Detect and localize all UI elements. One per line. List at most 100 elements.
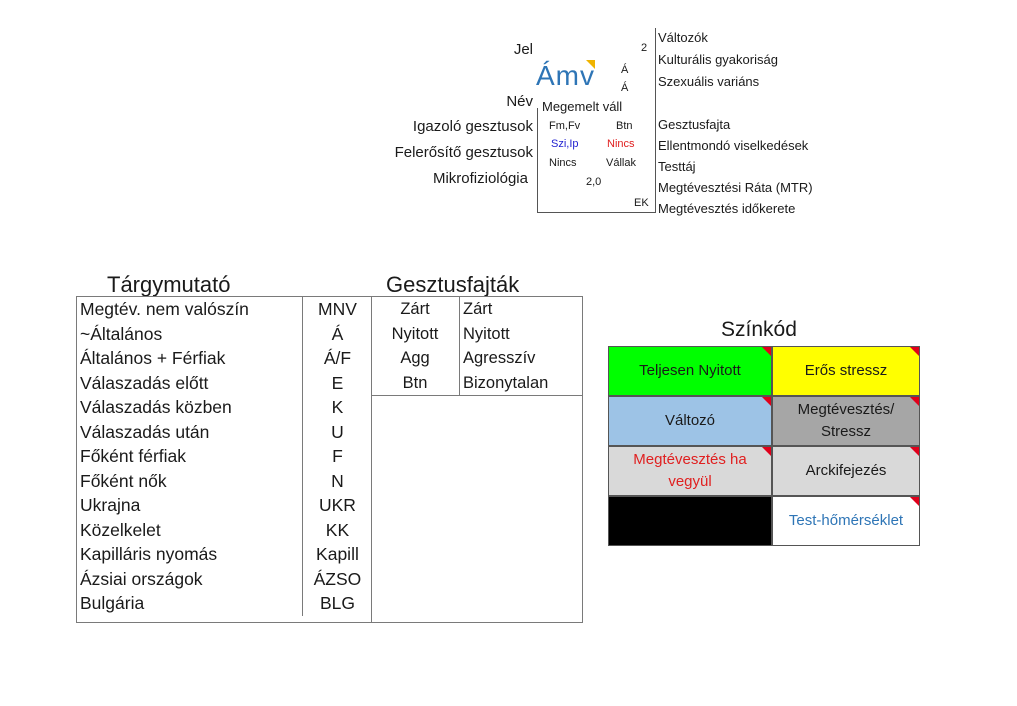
table-row: Főként férfiak F — [77, 444, 372, 469]
confirming-value: Fm,Fv — [549, 120, 581, 132]
table-row: Főként nők N — [77, 468, 372, 493]
index-abbrev: UKR — [318, 495, 356, 516]
gesture-abbrev: Agg — [371, 346, 460, 371]
index-abbrev: KK — [325, 519, 350, 540]
cultural-freq: Á — [621, 64, 629, 76]
corner-marker — [910, 347, 919, 356]
sex-variant: Á — [621, 82, 629, 94]
table-row: ~Általános Á — [77, 321, 372, 346]
contradicting-value: Nincs — [607, 138, 635, 150]
timeframe-value: EK — [634, 197, 649, 209]
color-key-label: Teljesen Nyitott — [639, 362, 741, 379]
targymutato-title: Tárgymutató — [107, 272, 231, 297]
table-row: Ázsiai országok ÁZSO — [77, 566, 372, 591]
color-key-label: Megtévesztés ha vegyül — [633, 451, 747, 490]
color-key-cell — [608, 496, 772, 546]
amplifying-value: Szi,Ip — [551, 138, 579, 150]
symbol-corner-mark — [586, 60, 595, 69]
index-term: Bulgária — [77, 591, 303, 616]
name-value: Megemelt váll — [542, 99, 623, 114]
index-abbrev: U — [331, 421, 344, 442]
label-felerosito: Felerősítő gesztusok — [394, 144, 533, 161]
table-row: Általános + Férfiak Á/F — [77, 346, 372, 371]
corner-marker — [762, 347, 771, 356]
gesture-full: Bizonytalan — [463, 373, 549, 392]
color-key-label: Változó — [664, 412, 716, 429]
color-key-cell: Megtévesztés/ Stressz — [772, 396, 920, 446]
label-testtaj: Testtáj — [658, 159, 696, 174]
corner-marker — [762, 397, 771, 406]
index-abbrev: ÁZSO — [313, 568, 362, 589]
corner-marker — [910, 397, 919, 406]
table-row: Bulgária BLG — [77, 591, 372, 616]
color-key-label: Test-hőmérséklet — [788, 512, 904, 529]
table-row: Válaszadás előtt E — [77, 370, 372, 395]
gesture-abbrev: Zárt — [371, 297, 460, 322]
index-term: Közelkelet — [77, 517, 303, 542]
body-region-value: Vállak — [606, 157, 636, 169]
symbol: Ámv — [536, 60, 595, 91]
index-term: Válaszadás közben — [77, 395, 303, 420]
index-abbrev: MNV — [318, 299, 357, 320]
color-key-cell: Változó — [608, 396, 772, 446]
index-term: Válaszadás után — [77, 419, 303, 444]
color-key-cell: Megtévesztés ha vegyül — [608, 446, 772, 496]
index-term: Főként nők — [77, 468, 303, 493]
color-key-label: Megtévesztés/ Stressz — [797, 401, 895, 440]
index-abbrev: Kapill — [316, 544, 359, 565]
index-abbrev: K — [331, 397, 344, 418]
index-abbrev: F — [332, 446, 343, 467]
label-idokeret: Megtévesztés időkerete — [658, 201, 796, 216]
gesture-full: Agresszív — [463, 349, 536, 368]
gesture-abbrev: Nyitott — [371, 321, 460, 346]
color-key-cell: Teljesen Nyitott — [608, 346, 772, 396]
table-row: Válaszadás után U — [77, 419, 372, 444]
label-valtozok: Változók — [658, 30, 708, 45]
label-ellentmondo: Ellentmondó viselkedések — [658, 138, 809, 153]
label-igazolo: Igazoló gesztusok — [412, 118, 533, 135]
gesture-type-value: Btn — [616, 120, 633, 132]
color-key-label: Erős stressz — [804, 362, 888, 379]
gesture-full: Zárt — [463, 300, 493, 319]
index-term: Ukrajna — [77, 493, 303, 518]
table-row: Válaszadás közben K — [77, 395, 372, 420]
index-abbrev: Á/F — [323, 348, 352, 369]
variables-count: 2 — [641, 42, 648, 54]
index-abbrev: BLG — [319, 593, 355, 614]
color-key-cell: Arckifejezés — [772, 446, 920, 496]
gesture-abbrev: Btn — [371, 370, 460, 396]
microphys-value: Nincs — [549, 157, 577, 169]
table-row: Ukrajna UKR — [77, 493, 372, 518]
label-szexualis: Szexuális variáns — [658, 74, 760, 89]
label-nev: Név — [506, 93, 533, 110]
index-term: Megtév. nem valószín — [77, 297, 303, 322]
corner-marker — [910, 447, 919, 456]
table-row: Kapilláris nyomás Kapill — [77, 542, 372, 567]
gesture-full: Nyitott — [463, 324, 510, 343]
index-abbrev: Á — [331, 323, 344, 344]
index-term: Kapilláris nyomás — [77, 542, 303, 567]
index-abbrev: N — [331, 470, 344, 491]
corner-marker — [910, 497, 919, 506]
index-abbrev: E — [331, 372, 344, 393]
index-term: ~Általános — [77, 321, 303, 346]
label-kulturalis: Kulturális gyakoriság — [658, 52, 778, 67]
index-term: Általános + Férfiak — [77, 346, 303, 371]
index-term: Ázsiai országok — [77, 566, 303, 591]
color-key-cell: Test-hőmérséklet — [772, 496, 920, 546]
color-key-label: Arckifejezés — [805, 462, 887, 479]
label-gesztusfajta: Gesztusfajta — [658, 117, 731, 132]
color-key-cell: Erős stressz — [772, 346, 920, 396]
label-mtr: Megtévesztési Ráta (MTR) — [658, 180, 813, 195]
index-term: Válaszadás előtt — [77, 370, 303, 395]
index-term: Főként férfiak — [77, 444, 303, 469]
corner-marker — [762, 447, 771, 456]
label-jel: Jel — [513, 41, 533, 58]
table-row: Közelkelet KK — [77, 517, 372, 542]
